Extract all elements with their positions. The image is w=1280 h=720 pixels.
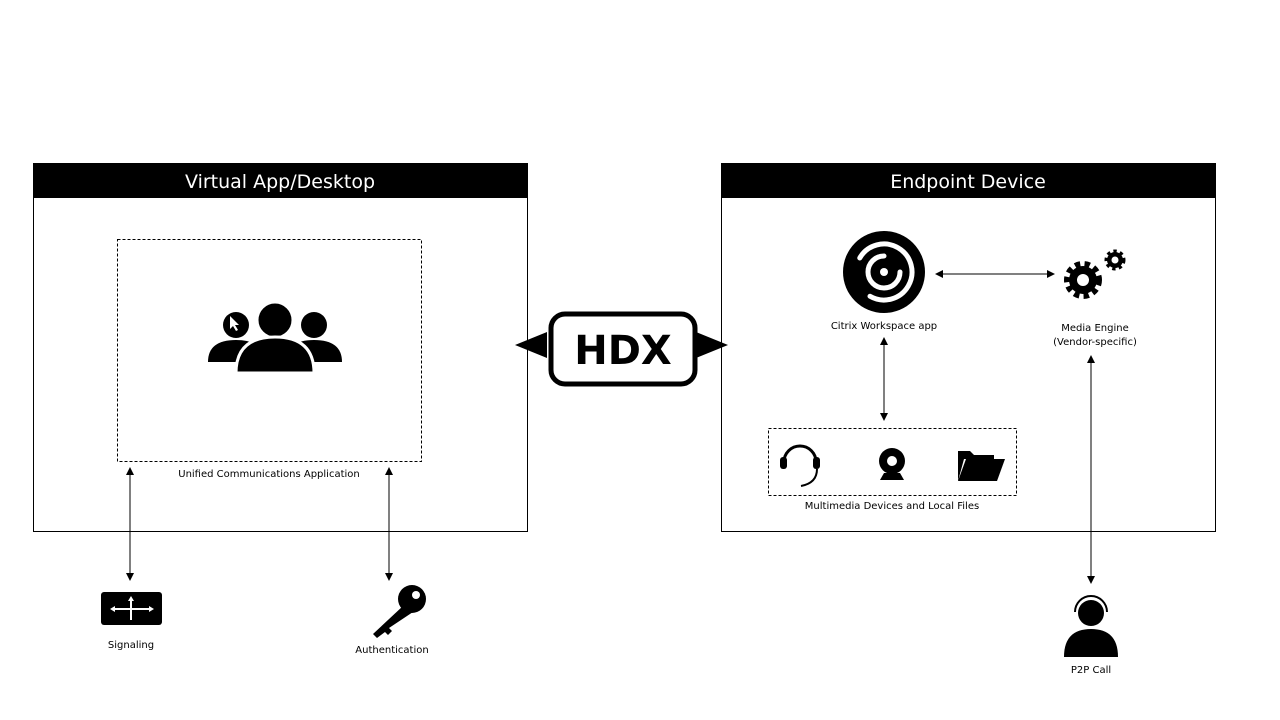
p2p-caller-icon (1064, 595, 1118, 657)
cursor-icon (230, 316, 239, 331)
users-group-icon (208, 300, 342, 375)
p2p-label: P2P Call (1071, 665, 1111, 676)
folder-icon (958, 451, 1005, 481)
authentication-label: Authentication (355, 645, 428, 656)
gears-icon (1064, 249, 1126, 299)
devices-label: Multimedia Devices and Local Files (805, 501, 979, 512)
hdx-connector: HDX (515, 311, 728, 387)
headset-icon (780, 444, 820, 487)
endpoint-device-panel: Endpoint Device Citrix Workspace app Med… (721, 163, 1216, 532)
virtual-app-title: Virtual App/Desktop (185, 171, 375, 193)
webcam-icon (879, 448, 905, 480)
uc-app-label: Unified Communications Application (178, 469, 360, 480)
endpoint-title: Endpoint Device (890, 171, 1046, 193)
hdx-label: HDX (574, 328, 672, 374)
virtual-app-panel: Virtual App/Desktop Unified Communicatio… (33, 163, 528, 532)
key-icon (373, 585, 426, 638)
signaling-icon (101, 592, 162, 625)
signaling-label: Signaling (108, 640, 154, 651)
media-engine-label: Media Engine (1061, 323, 1129, 334)
media-engine-sub: (Vendor-specific) (1053, 337, 1137, 348)
citrix-workspace-icon (843, 231, 925, 313)
devices-box (768, 428, 1017, 496)
workspace-label: Citrix Workspace app (831, 321, 937, 332)
